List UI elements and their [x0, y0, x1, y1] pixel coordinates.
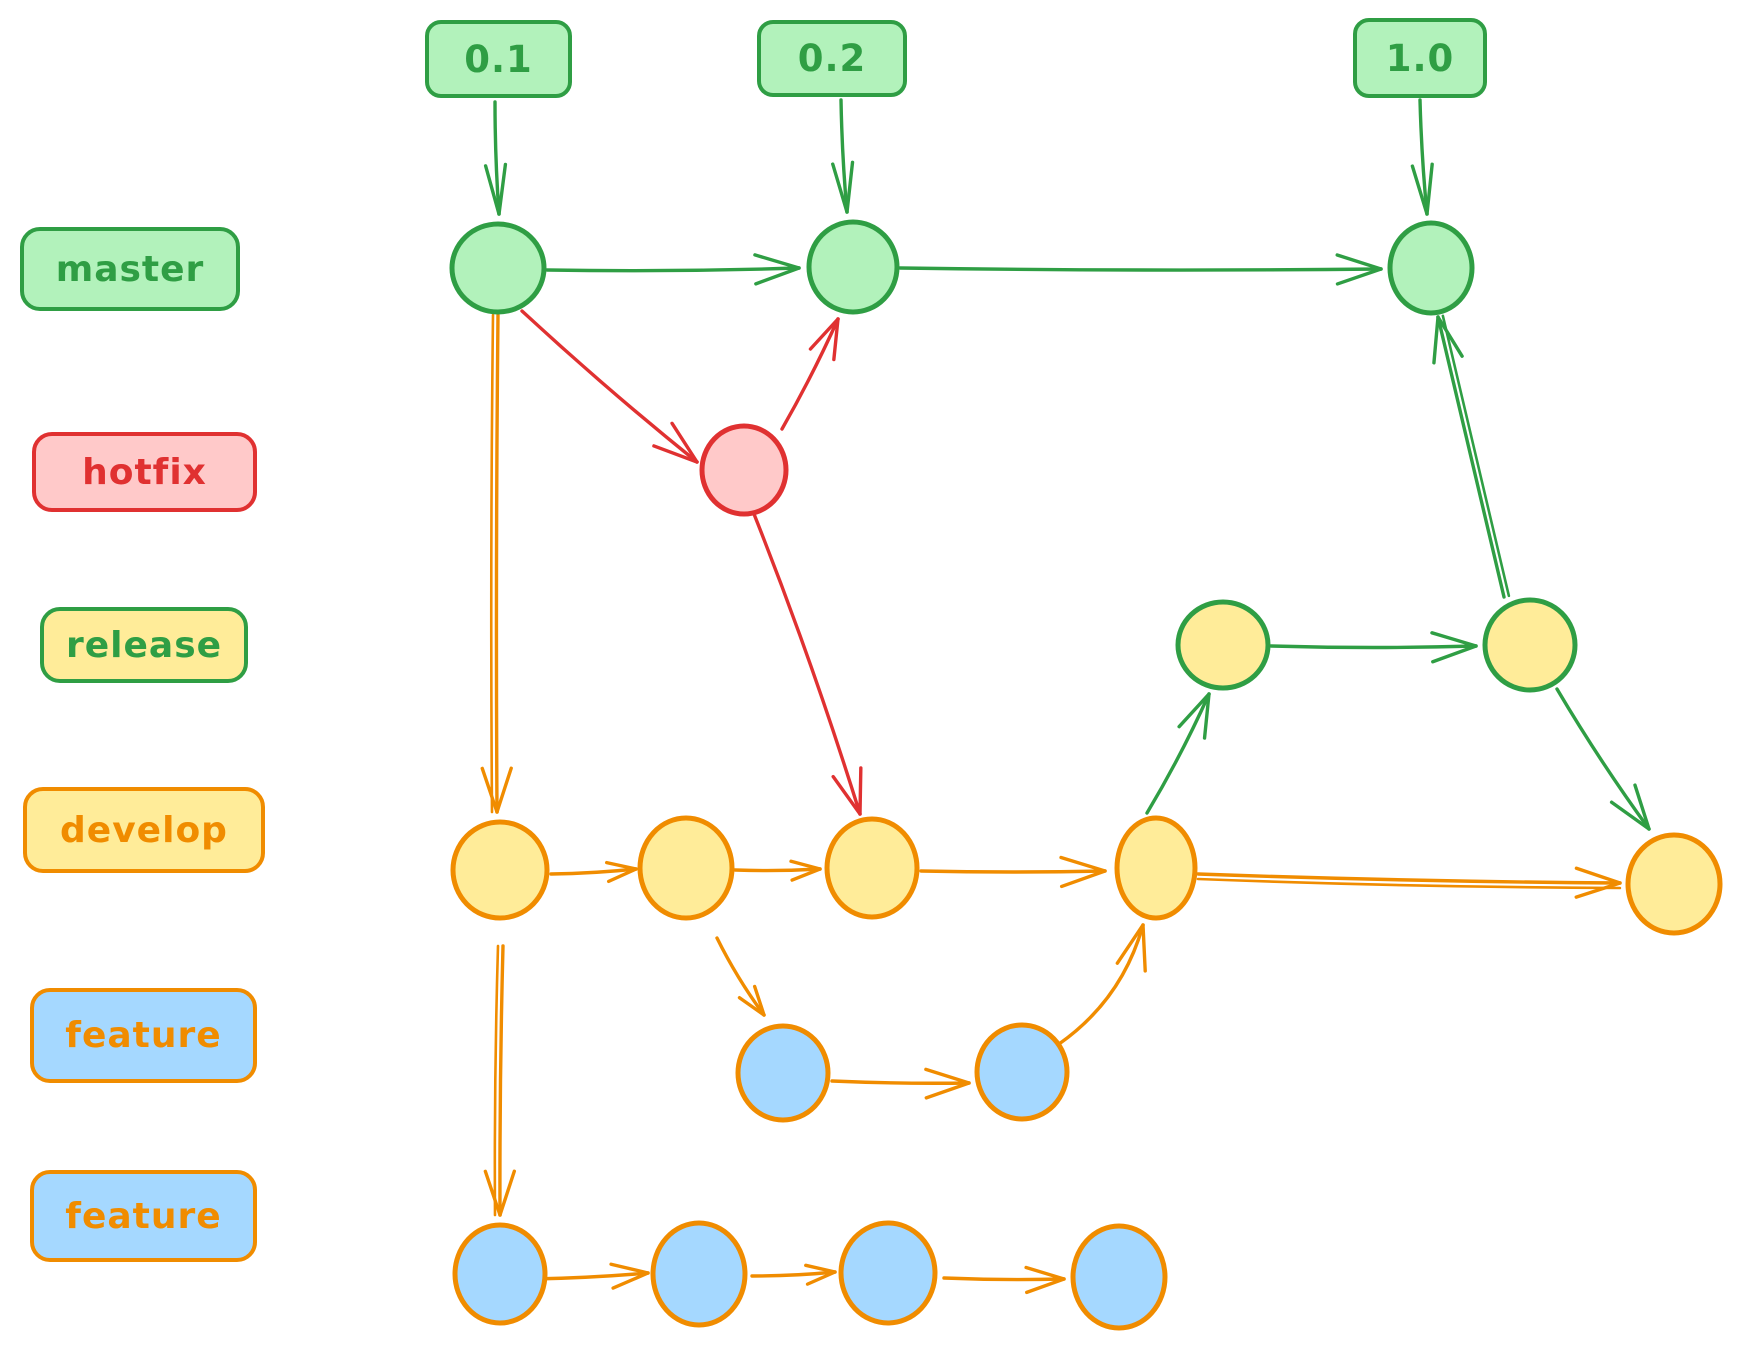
edge-release1-to-release2	[1269, 631, 1478, 664]
edge-tag02-to-master2	[831, 98, 855, 214]
commit-node-release-1	[1175, 599, 1271, 691]
version-tag-tag-0-2: 0.2	[757, 20, 907, 97]
edge-hotfix-to-master2	[780, 317, 840, 431]
commit-node-feature-b-4	[1070, 1223, 1168, 1331]
edge-feature-b3-to-feature-b4	[942, 1265, 1066, 1295]
branch-label-release: release	[40, 607, 248, 683]
edge-release2-to-master3	[1432, 314, 1511, 599]
branch-label-text: master	[55, 248, 205, 290]
edge-master1-to-hotfix	[520, 309, 699, 464]
commit-node-release-2	[1482, 597, 1578, 693]
commit-node-feature-a-1	[735, 1023, 831, 1123]
commit-node-develop-3	[824, 816, 920, 920]
commit-node-feature-b-2	[650, 1220, 748, 1328]
edge-develop2-to-develop3	[733, 859, 822, 882]
edge-feature-a2-to-develop4	[1057, 923, 1147, 1046]
edge-master2-to-master3	[898, 253, 1383, 286]
edge-develop4-to-release1	[1145, 692, 1211, 815]
branch-label-feature-1: feature	[30, 988, 257, 1083]
version-tag-tag-1-0: 1.0	[1353, 18, 1487, 98]
commit-node-master-3	[1387, 220, 1475, 316]
branch-label-text: release	[65, 624, 223, 666]
commit-node-develop-5	[1625, 832, 1723, 936]
branch-label-text: develop	[60, 809, 228, 851]
branch-label-hotfix: hotfix	[32, 432, 257, 512]
commit-node-develop-4	[1114, 815, 1198, 921]
commit-node-master-1	[449, 221, 547, 315]
edge-feature-b2-to-feature-b3	[750, 1263, 837, 1286]
branch-label-text: hotfix	[82, 451, 207, 493]
commit-node-develop-1	[450, 819, 550, 921]
branch-label-feature-2: feature	[30, 1170, 257, 1262]
edge-feature-a1-to-feature-a2	[830, 1067, 971, 1100]
commit-node-feature-b-1	[452, 1222, 548, 1326]
commit-node-feature-b-3	[838, 1220, 938, 1326]
edge-tag10-to-master3	[1410, 98, 1434, 216]
version-tag-text: 0.2	[797, 37, 867, 80]
edge-feature-b1-to-feature-b2	[531, 1262, 650, 1290]
edge-master1-to-master2	[545, 253, 801, 286]
commit-node-hotfix-1	[699, 423, 789, 517]
branch-label-text: feature	[65, 1015, 222, 1056]
branch-label-develop: develop	[23, 787, 265, 873]
edge-develop1-to-develop2	[549, 860, 638, 884]
edge-develop1-to-feature-b1	[483, 944, 517, 1217]
edge-master1-to-develop1	[480, 313, 513, 814]
edge-develop2-to-feature-a1	[715, 936, 766, 1017]
commit-node-feature-a-2	[974, 1022, 1070, 1122]
edge-tag01-to-master1	[483, 100, 508, 216]
branch-label-text: feature	[65, 1195, 222, 1237]
commit-node-master-2	[806, 219, 900, 315]
version-tag-text: 1.0	[1385, 36, 1455, 80]
version-tag-text: 0.1	[464, 37, 533, 81]
edge-develop4-to-develop5	[1196, 866, 1622, 899]
edge-develop3-to-develop4	[919, 855, 1107, 889]
edge-release2-to-develop5	[1555, 687, 1651, 831]
version-tag-tag-0-1: 0.1	[425, 20, 572, 98]
edge-hotfix-to-develop3	[752, 512, 863, 816]
commit-node-develop-2	[637, 815, 735, 921]
branch-label-master: master	[20, 227, 240, 311]
